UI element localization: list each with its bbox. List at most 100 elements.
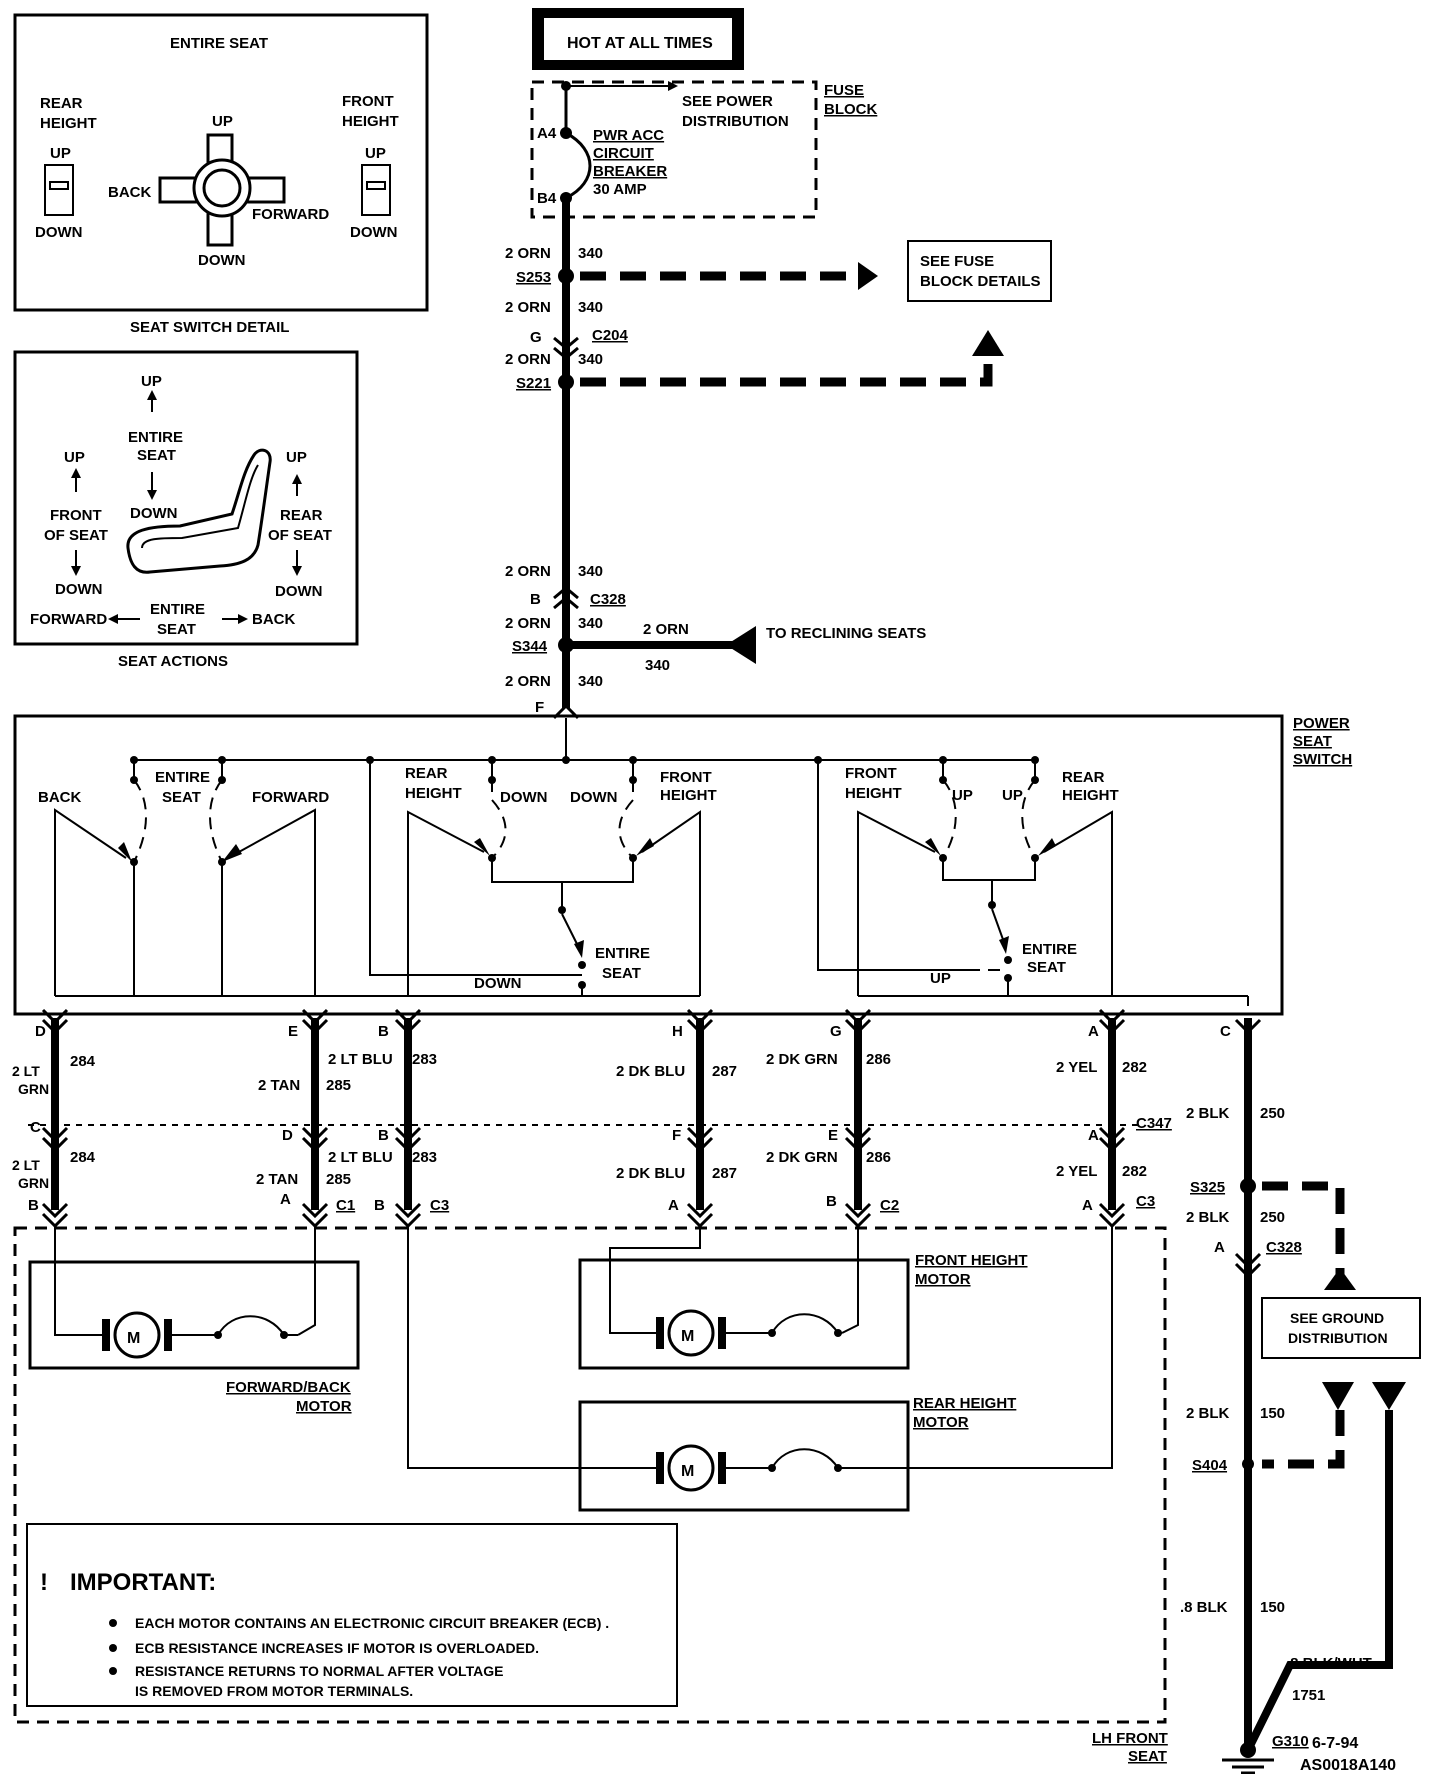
actions-entire-1: ENTIRE [128,429,183,446]
pin-b-347: B [378,1127,389,1144]
see-ground-distribution-box [1261,1297,1421,1359]
actions-rear-down: DOWN [275,583,323,600]
motor-m-label: M [127,1330,140,1347]
switch-back-label: BACK [38,789,81,806]
actions-front-down: DOWN [55,581,103,598]
pin-a-fh: A [668,1197,679,1214]
pin-a-c328: A [1214,1239,1225,1256]
see-fuse-label-2: BLOCK DETAILS [920,273,1041,290]
important-title: IMPORTANT: [70,1569,216,1596]
pin-b4: B4 [537,190,557,207]
cross-back-label: BACK [108,184,151,201]
switch-title-2: SEAT [1293,733,1332,750]
splice-s221: S221 [516,375,551,392]
switch-entire-2: SEAT [162,789,201,806]
front-height-label-2: MOTOR [915,1271,971,1288]
important-bullet-3b: IS REMOVED FROM MOTOR TERMINALS. [135,1683,413,1699]
switch-up-2: UP [1002,787,1023,804]
connector-c204 [553,336,579,360]
cross-forward-label: FORWARD [252,206,329,223]
wire-282: 282 [1122,1059,1147,1076]
connector-c1: C1 [336,1197,355,1214]
see-ground-1: SEE GROUND [1290,1310,1384,1326]
actions-front-1: FRONT [50,507,102,524]
switch-entire-down: DOWN [474,975,522,992]
pin-b: B [378,1023,389,1040]
front-height-label: FRONT [342,93,394,110]
actions-front-up: UP [64,449,85,466]
front-up-label: UP [365,145,386,162]
reclining-wire-number: 340 [645,657,670,674]
breaker-label-1: PWR ACC [593,127,664,144]
actions-front-2: OF SEAT [44,527,108,544]
actions-entire-down: DOWN [130,505,178,522]
breaker-label-3: BREAKER [593,163,667,180]
switch-down-1: DOWN [500,789,548,806]
wire-blk-2: 2 BLK [1186,1209,1230,1226]
splice-s344: S344 [512,638,548,655]
actions-bottom-entire-1: ENTIRE [150,601,205,618]
rear-height-label: REAR HEIGHT [913,1395,1016,1412]
connector-c347: C347 [1136,1115,1172,1132]
wire-dkgrn: 2 DK GRN [766,1051,838,1068]
wire-blk8: .8 BLK [1180,1599,1228,1616]
diagram-code: AS0018A140 [1300,1757,1396,1774]
pin-c: C [1220,1023,1231,1040]
front-down-label: DOWN [350,224,398,241]
cross-up-label: UP [212,113,233,130]
important-bullet-2: ECB RESISTANCE INCREASES IF MOTOR IS OVE… [135,1640,539,1656]
switch-entire-mid-1: ENTIRE [595,945,650,962]
wire-tan-b: 2 TAN [256,1171,298,1188]
reclining-wire-label: 2 ORN [643,621,689,638]
wire-label: 2 ORN [505,299,551,316]
wire-ltblu-b: 2 LT BLU [328,1149,393,1166]
s221-dashed-branch [580,358,993,387]
rear-height-label: REAR [40,95,83,112]
wire-label: 2 ORN [505,673,551,690]
wire-number: 340 [578,615,603,632]
switch-up-1: UP [952,787,973,804]
wire-blk-3: 2 BLK [1186,1405,1230,1422]
switch-rear-height-2: HEIGHT [405,785,462,802]
switch-front-height-1: FRONT [660,769,712,786]
rear-height-label-2: HEIGHT [40,115,97,132]
seat-actions: UP ENTIRE SEAT DOWN UP FRONT OF SEAT DOW… [13,350,359,670]
wire-number: 340 [578,673,603,690]
warning-mark: ! [40,1569,48,1596]
wire-number: 340 [578,245,603,262]
pin-b-c2: B [826,1193,837,1210]
wire-label: 2 ORN [505,563,551,580]
switch-front-height-r2: HEIGHT [845,785,902,802]
lh-front-seat: LH FRONT SEAT M FORWARD/BACK MOTOR M [13,1226,1168,1765]
fuse-block-label: FUSE [824,82,864,99]
wire-284: 284 [70,1053,96,1070]
power-feed: HOT AT ALL TIMES FUSE BLOCK SEE POWER DI… [505,8,1052,720]
actions-caption: SEAT ACTIONS [118,653,228,670]
rear-up-label: UP [50,145,71,162]
wire-283: 283 [412,1051,437,1068]
wire-1751: 1751 [1292,1687,1325,1704]
wire-ltblu: 2 LT BLU [328,1051,393,1068]
lh-front-label: LH FRONT [1092,1730,1168,1747]
wire-150-b: 150 [1260,1599,1285,1616]
connector-c3-r: C3 [1136,1193,1155,1210]
switch-front-height-2: HEIGHT [660,787,717,804]
wire-ltgrn-2: GRN [18,1081,49,1097]
wire-number: 340 [578,351,603,368]
to-reclining-seats: TO RECLINING SEATS [766,625,926,642]
wire-blkwht: .8 BLK/WHT [1286,1655,1372,1672]
actions-rear-1: REAR [280,507,323,524]
pin-b-c3: B [374,1197,385,1214]
pin-a-c3: A [1082,1197,1093,1214]
splice-s404: S404 [1192,1457,1228,1474]
wire-number: 340 [578,299,603,316]
wire-label: 2 ORN [505,245,551,262]
switch-title-1: POWER [1293,715,1350,732]
wire-250-2: 250 [1260,1209,1285,1226]
cross-down-label: DOWN [198,252,246,269]
wire-285-b: 285 [326,1171,351,1188]
front-height-rocker [361,164,391,216]
switch-title-3: SWITCH [1293,751,1352,768]
lh-front-label-2: SEAT [1128,1748,1167,1765]
pin-b: B [530,591,541,608]
